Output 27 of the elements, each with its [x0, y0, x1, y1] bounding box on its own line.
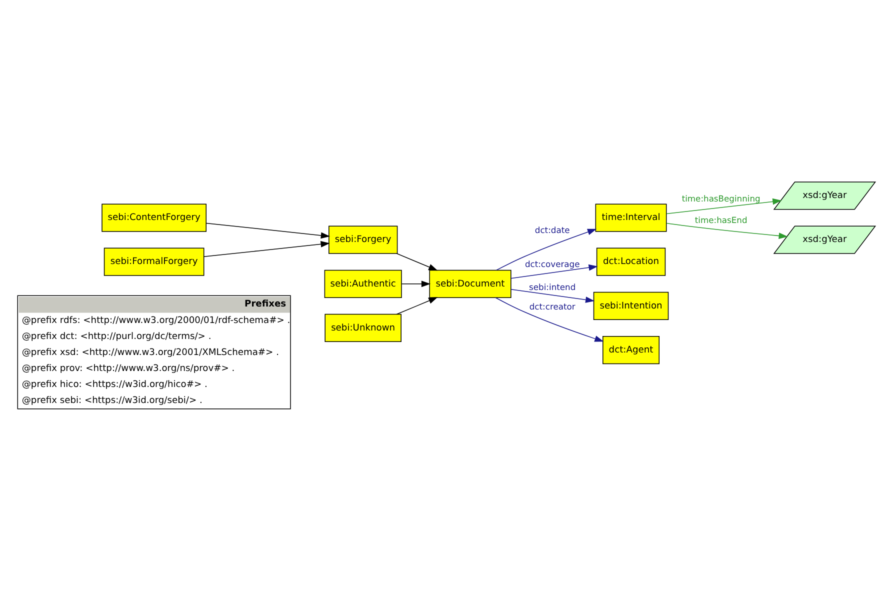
node-box: dct:Location: [596, 248, 666, 276]
arrow: [396, 253, 438, 271]
node-box: sebi:Authentic: [324, 270, 402, 298]
edge-label: sebi:intend: [529, 282, 576, 292]
arrow: [204, 241, 330, 257]
arrow: [496, 228, 597, 271]
arrow: [666, 222, 788, 239]
arrow: [495, 297, 604, 342]
arrow: [401, 280, 431, 288]
arrow: [510, 289, 595, 303]
node-box: sebi:ContentForgery: [102, 204, 207, 232]
arrow: [206, 222, 330, 239]
edge-label: time:hasBeginning: [682, 194, 760, 204]
edge-label: time:hasEnd: [694, 214, 748, 225]
arrow: [510, 264, 598, 279]
node-box: sebi:FormalForgery: [104, 248, 204, 276]
edge-label: dct:coverage: [524, 259, 580, 270]
node-box: sebi:Forgery: [328, 226, 398, 254]
node-box: sebi:Unknown: [324, 314, 402, 342]
node-box: sebi:Intention: [593, 292, 669, 320]
arrow: [396, 297, 438, 315]
edge-label: dct:creator: [529, 302, 576, 312]
node-box: time:Interval: [595, 204, 667, 232]
arrow: [666, 198, 782, 214]
edge-label: dct:date: [534, 224, 570, 235]
node-box: sebi:Document: [429, 270, 512, 298]
node-box: dct:Agent: [602, 336, 660, 364]
